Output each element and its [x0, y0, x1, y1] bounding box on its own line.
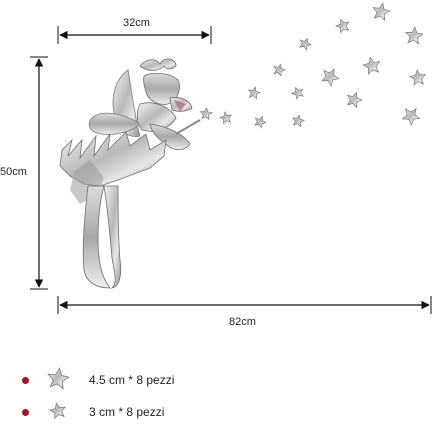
- star-icon: [372, 2, 391, 22]
- total-width-label: 82cm: [229, 316, 256, 328]
- bullet-dot: [22, 376, 29, 384]
- large-star-icon: [47, 367, 70, 390]
- star-icon: [404, 26, 424, 45]
- star-icon: [409, 69, 427, 86]
- small-star-icon: [49, 402, 66, 420]
- star-icon: [291, 86, 304, 100]
- star-icon: [299, 37, 312, 51]
- star-icon: [273, 63, 286, 77]
- star-icon: [219, 111, 232, 125]
- dimension-top: [57, 26, 212, 44]
- star-icon: [362, 56, 381, 76]
- legend-large-stars: 4.5 cm * 8 pezzi: [22, 370, 174, 390]
- star-icon: [254, 115, 267, 129]
- star-icon: [248, 86, 261, 100]
- star-icon: [199, 107, 213, 120]
- legend-large-star-slot: [39, 370, 75, 390]
- star-icon: [321, 68, 340, 87]
- star-icon: [335, 18, 350, 34]
- dimension-bottom: [57, 296, 432, 314]
- legend-small-stars: 3 cm * 8 pezzi: [22, 402, 164, 422]
- star-cluster: [199, 2, 427, 129]
- fairy-height-label: 50cm: [0, 166, 27, 178]
- star-icon: [292, 114, 305, 128]
- legend-small-star-slot: [39, 402, 75, 422]
- star-icon: [401, 107, 421, 126]
- legend-small-label: 3 cm * 8 pezzi: [89, 405, 165, 419]
- fairy-figure: [59, 58, 201, 289]
- legend-large-label: 4.5 cm * 8 pezzi: [89, 373, 175, 387]
- bullet-dot: [22, 408, 29, 416]
- dimension-left: [30, 56, 48, 290]
- fairy-width-label: 32cm: [123, 17, 150, 29]
- star-icon: [346, 91, 363, 109]
